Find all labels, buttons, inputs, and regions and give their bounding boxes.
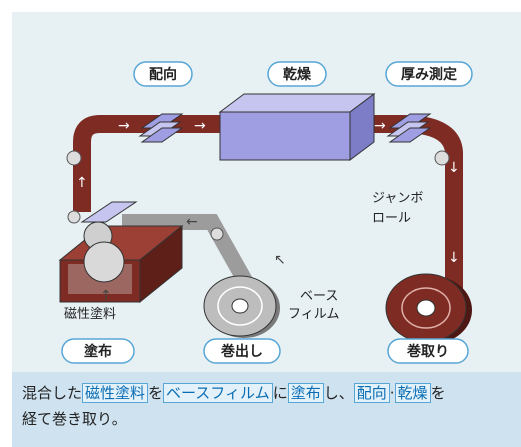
stage-pill-drying: 乾燥 xyxy=(267,61,327,87)
label-base-film-line1: ベース xyxy=(300,289,338,304)
coater-tank xyxy=(58,224,184,304)
caption-text-part: を xyxy=(148,384,164,402)
guide-roller xyxy=(210,227,224,241)
coating-rolls xyxy=(80,201,138,283)
unwind-roll xyxy=(203,275,280,338)
stage-pill-orientation: 配向 xyxy=(133,61,193,87)
caption-term-base-film: ベースフィルム xyxy=(163,383,273,403)
svg-text:巻出し: 巻出し xyxy=(221,343,263,360)
diagram-panel: → → → ↓ ↓ ↑ ← ↖ ↑ 配向 乾燥 厚み測定 xyxy=(12,12,521,372)
direction-arrow-icon: ↑ xyxy=(100,288,112,304)
direction-arrow-icon: → xyxy=(374,118,386,134)
direction-arrow-icon: → xyxy=(194,118,206,134)
caption-term-drying: 乾燥 xyxy=(394,383,431,403)
svg-text:乾燥: 乾燥 xyxy=(283,66,312,83)
stage-pill-thickness: 厚み測定 xyxy=(385,61,473,87)
svg-text:厚み測定: 厚み測定 xyxy=(401,66,457,83)
direction-arrow-icon: ↓ xyxy=(448,250,460,266)
direction-arrow-icon: ↑ xyxy=(76,175,88,191)
caption-term-orientation: 配向 xyxy=(353,383,390,403)
stage-pill-winding: 巻取り xyxy=(387,338,469,364)
dryer-box xyxy=(218,93,376,161)
stage-pill-coating: 塗布 xyxy=(61,338,135,364)
guide-roller xyxy=(434,150,450,166)
direction-arrow-icon: ↖ xyxy=(274,252,286,268)
caption-bar: 混合した磁性塗料をベースフィルムに塗布し、配向·乾燥を 経て巻き取り。 xyxy=(12,372,521,447)
caption-text-part: を xyxy=(430,384,446,402)
svg-text:配向: 配向 xyxy=(149,66,177,83)
svg-text:塗布: 塗布 xyxy=(84,343,112,360)
caption-text-line2: 経て巻き取り。 xyxy=(22,410,127,428)
direction-arrow-icon: ↓ xyxy=(448,160,460,176)
caption-text: 混合した磁性塗料をベースフィルムに塗布し、配向·乾燥を 経て巻き取り。 xyxy=(22,380,521,432)
guide-roller xyxy=(67,210,81,224)
caption-term-magnetic-paint: 磁性塗料 xyxy=(82,383,149,403)
caption-term-coating: 塗布 xyxy=(287,383,324,403)
film-upper-path xyxy=(73,115,402,212)
direction-arrow-icon: → xyxy=(118,118,130,134)
caption-text-part: し、 xyxy=(323,384,354,402)
svg-text:巻取り: 巻取り xyxy=(407,343,449,360)
jumbo-roll xyxy=(385,273,472,344)
label-magnetic-paint: 磁性塗料 xyxy=(64,306,116,322)
stage-pill-unwind: 巻出し xyxy=(203,338,281,364)
guide-roller xyxy=(66,150,82,166)
process-diagram: → → → ↓ ↓ ↑ ← ↖ ↑ 配向 乾燥 厚み測定 xyxy=(58,61,473,364)
thickness-gauges xyxy=(386,113,432,143)
caption-text-part: · xyxy=(389,384,395,402)
orientation-magnets xyxy=(138,113,184,143)
caption-text-part: に xyxy=(272,384,288,402)
label-jumbo-line1: ジャンボ xyxy=(372,191,423,206)
label-base-film-line2: フィルム xyxy=(288,307,339,322)
direction-arrow-icon: ← xyxy=(186,214,198,230)
base-film-path xyxy=(122,214,264,306)
label-jumbo-line2: ロール xyxy=(372,211,411,226)
caption-text-part: 混合した xyxy=(22,384,83,402)
